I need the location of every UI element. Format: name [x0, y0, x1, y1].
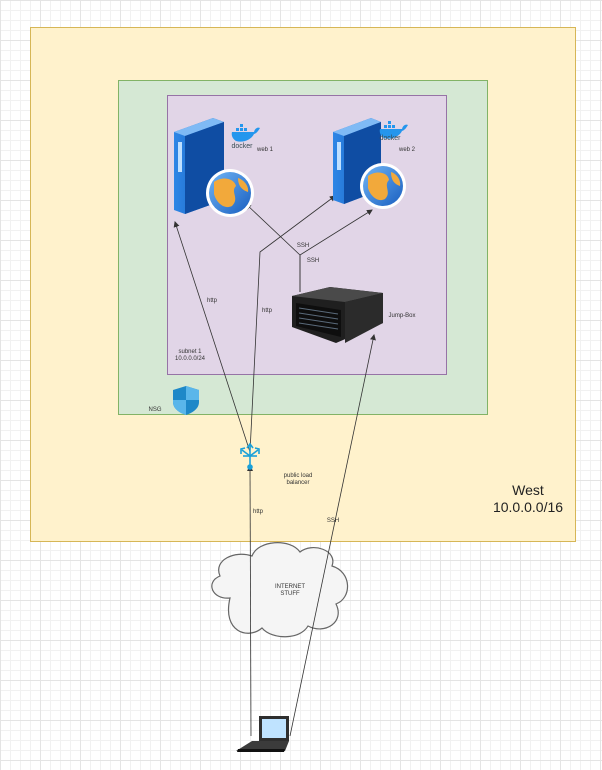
laptop-icon[interactable]	[236, 716, 289, 752]
docker-icon: docker	[231, 124, 260, 150]
region-name: West	[512, 482, 544, 498]
web2-label: web 2	[398, 147, 415, 153]
edge-label-http-web2: http	[262, 308, 273, 314]
load-balancer-label-line2: balancer	[286, 480, 310, 486]
edge-label-ssh-web1: SSH	[297, 243, 309, 249]
nsg-shield-icon	[173, 386, 199, 415]
internet-cloud: INTERNET STUFF	[211, 542, 349, 638]
jumpbox-label: Jump-Box	[388, 313, 416, 319]
subnet-cidr: 10.0.0.0/24	[174, 356, 206, 362]
web1-label: web 1	[256, 147, 273, 153]
internet-label-line2: STUFF	[280, 591, 300, 597]
web1-server[interactable]: docker	[174, 118, 260, 217]
load-balancer-label: public load balancer	[275, 473, 321, 487]
edge-jumpbox-to-web1	[245, 203, 301, 292]
connectors	[173, 195, 376, 737]
edge-label-ssh-web2: SSH	[307, 258, 319, 264]
globe-icon	[206, 169, 254, 217]
docker-icon: docker	[379, 121, 408, 142]
web2-server[interactable]: docker	[333, 118, 408, 209]
jumpbox-server[interactable]	[292, 287, 383, 343]
subnet-name: subnet 1	[178, 349, 202, 355]
edge-lb-to-web1	[173, 221, 251, 453]
internet-label-line1: INTERNET	[275, 584, 305, 590]
edge-label-http-web1: http	[207, 298, 218, 304]
load-balancer-icon[interactable]	[240, 442, 260, 470]
edge-lb-to-web2	[249, 195, 336, 453]
server-chassis-icon	[292, 287, 383, 343]
docker-text: docker	[379, 135, 401, 142]
edge-label-ssh-laptop: SSH	[327, 518, 339, 524]
subnet-label: subnet 1 10.0.0.0/24	[165, 349, 215, 363]
docker-text: docker	[231, 143, 253, 150]
load-balancer-label-line1: public load	[283, 473, 313, 479]
globe-icon	[360, 163, 406, 209]
region-label: West 10.0.0.0/16	[478, 482, 578, 516]
region-cidr: 10.0.0.0/16	[492, 499, 564, 515]
nsg-label: NSG	[148, 407, 162, 413]
edge-laptop-to-lb	[247, 465, 254, 737]
edge-jumpbox-to-web2	[299, 209, 373, 292]
edge-laptop-to-jumpbox	[289, 334, 376, 737]
edge-label-http-laptop: http	[253, 509, 264, 515]
